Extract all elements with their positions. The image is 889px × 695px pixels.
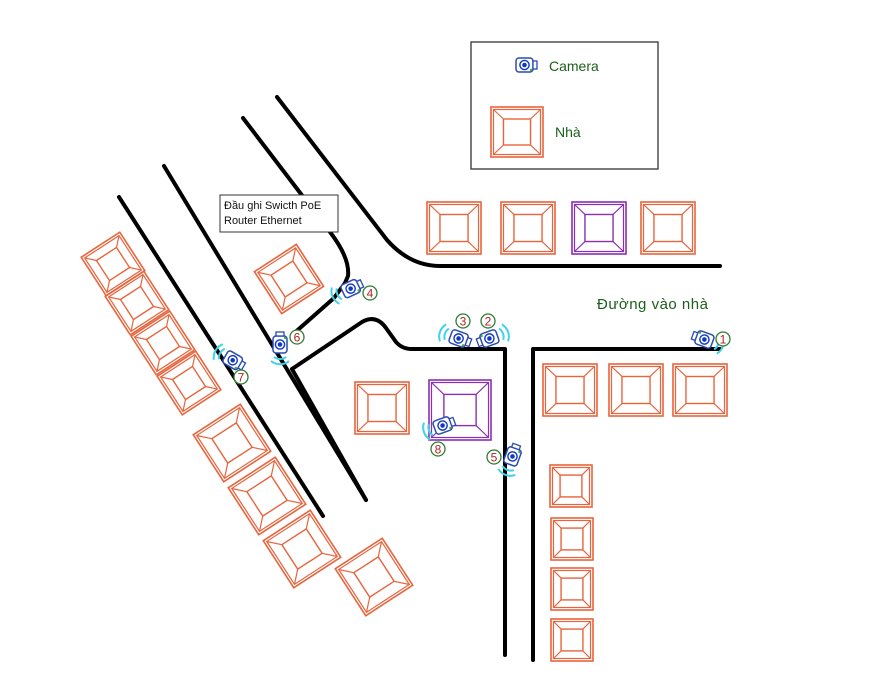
house-diagonal-left bbox=[130, 310, 196, 376]
legend-camera-glyph bbox=[515, 57, 538, 73]
legend-house-icon bbox=[490, 106, 544, 158]
camera-icon-1 bbox=[690, 330, 725, 355]
camera-icon-5 bbox=[497, 442, 522, 477]
signal-waves-icon bbox=[270, 356, 290, 366]
cameras-layer: 1 2 3 4 5 6 7 8 bbox=[212, 278, 731, 477]
house-right-row bbox=[608, 363, 664, 417]
house-diagonal-left bbox=[80, 231, 146, 297]
house-top-row bbox=[640, 201, 696, 255]
house-right-column bbox=[550, 517, 594, 561]
legend: Camera Nhà bbox=[470, 41, 659, 170]
camera-number-badge-1: 1 bbox=[715, 331, 731, 347]
legend-house-glyph bbox=[490, 106, 544, 158]
camera-number-badge-8: 8 bbox=[430, 441, 446, 457]
road-center-lower bbox=[290, 367, 368, 502]
camera-number-badge-4: 4 bbox=[362, 285, 378, 301]
house-diagonal-left bbox=[104, 270, 170, 336]
camera-icon-4 bbox=[330, 278, 365, 305]
house-near-recorder bbox=[253, 243, 325, 315]
camera-icon-7 bbox=[212, 343, 247, 371]
signal-waves-icon bbox=[498, 323, 510, 342]
recorder-label-line1: Đầu ghi Swicth PoE bbox=[224, 200, 321, 212]
house-right-column bbox=[550, 567, 594, 611]
house-diagonal-left bbox=[192, 403, 272, 483]
signal-waves-icon bbox=[212, 343, 226, 360]
house-diagonal-left bbox=[156, 350, 222, 416]
svg-text:7: 7 bbox=[238, 371, 245, 385]
legend-house-label: Nhà bbox=[555, 124, 581, 140]
legend-camera-label: Camera bbox=[549, 58, 599, 74]
camera-number-badge-6: 6 bbox=[289, 329, 305, 345]
svg-text:3: 3 bbox=[460, 315, 467, 329]
road-right bbox=[531, 347, 722, 662]
camera-number-badge-3: 3 bbox=[455, 313, 471, 329]
camera-number-badge-2: 2 bbox=[480, 313, 496, 329]
camera-number-badge-5: 5 bbox=[486, 449, 502, 465]
svg-text:6: 6 bbox=[294, 331, 301, 345]
house-top-row bbox=[571, 201, 627, 255]
house-top-row bbox=[500, 201, 556, 255]
signal-waves-icon bbox=[422, 422, 434, 441]
house-right-row bbox=[542, 363, 598, 417]
house-right-column bbox=[549, 464, 593, 508]
svg-text:5: 5 bbox=[491, 451, 498, 465]
svg-text:2: 2 bbox=[485, 315, 492, 329]
legend-camera-icon bbox=[515, 57, 538, 73]
house-diagonal-left bbox=[334, 537, 414, 617]
camera-icon-6 bbox=[270, 331, 290, 366]
roads bbox=[117, 95, 722, 662]
recorder-box-border bbox=[219, 194, 339, 233]
house-right-row bbox=[672, 363, 728, 417]
camera-number-badge-7: 7 bbox=[233, 369, 249, 385]
camera-icon-3 bbox=[438, 323, 473, 348]
road-entrance-label: Đường vào nhà bbox=[597, 296, 709, 313]
svg-text:8: 8 bbox=[435, 443, 442, 457]
house-top-row bbox=[426, 201, 482, 255]
camera-icon-8 bbox=[422, 416, 457, 441]
legend-border bbox=[470, 41, 659, 170]
camera-icon-2 bbox=[475, 323, 510, 348]
house-right-column bbox=[550, 618, 594, 662]
house-center bbox=[354, 381, 410, 435]
road-center-upper bbox=[290, 317, 507, 657]
road-far-left bbox=[117, 195, 325, 518]
houses-layer bbox=[80, 201, 728, 662]
road-top-curve bbox=[275, 95, 722, 268]
svg-text:1: 1 bbox=[720, 333, 727, 347]
recorder-label-line2: Router Ethernet bbox=[224, 215, 302, 227]
house-diagonal-left bbox=[262, 509, 342, 589]
signal-waves-icon bbox=[330, 287, 343, 305]
house-diagonal-left bbox=[227, 456, 307, 536]
signal-waves-icon bbox=[497, 465, 516, 477]
signal-waves-icon bbox=[438, 323, 450, 342]
svg-text:4: 4 bbox=[367, 287, 374, 301]
recorder-label-box: Đầu ghi Swicth PoE Router Ethernet bbox=[219, 194, 339, 233]
